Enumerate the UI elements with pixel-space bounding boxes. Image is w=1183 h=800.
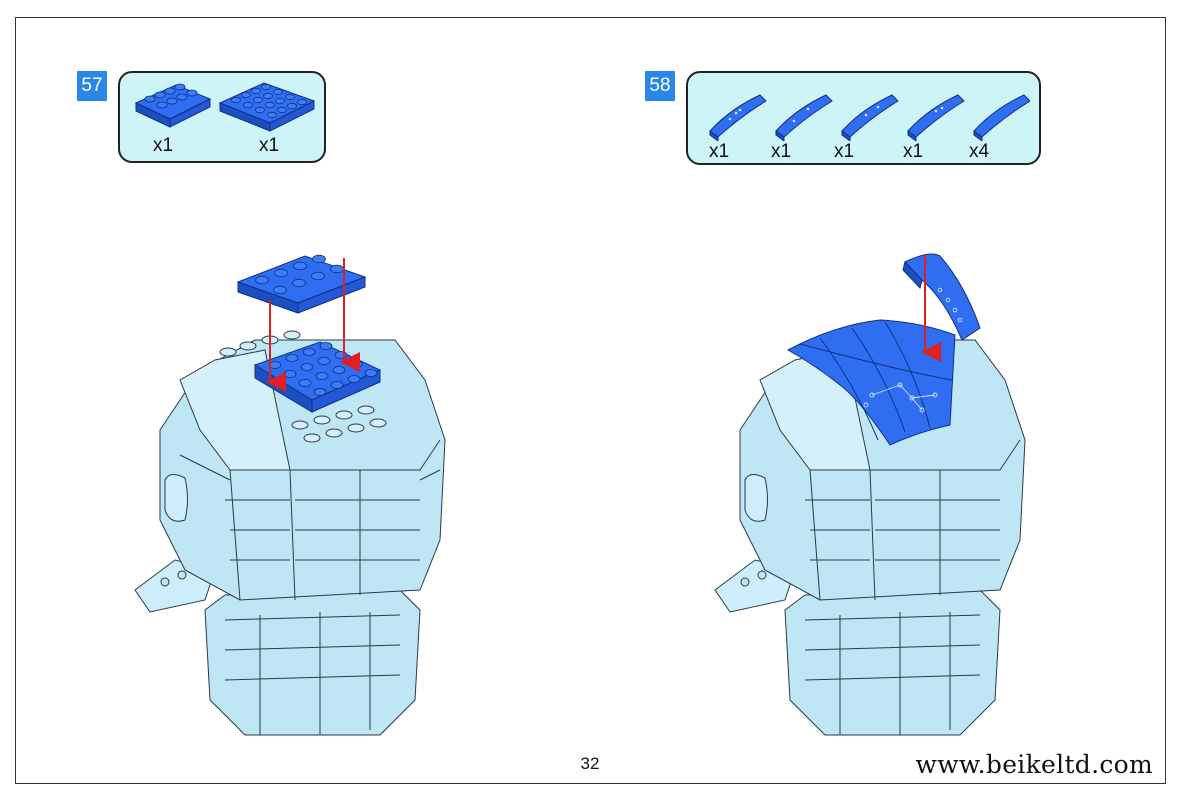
step-number-57: 57 xyxy=(77,71,107,101)
parts-box-step-58: x1 x1 x1 x1 x4 xyxy=(686,71,1041,165)
part-qty: x4 xyxy=(968,141,990,162)
part-qty: x1 xyxy=(258,135,280,156)
part-qty: x1 xyxy=(902,141,924,162)
part-qty: x1 xyxy=(708,141,730,162)
curved-slope-printed-d-icon xyxy=(907,94,965,141)
step-57-model xyxy=(134,330,446,736)
plate-2x4-icon xyxy=(134,83,212,128)
part-qty: x1 xyxy=(770,141,792,162)
website-url: www.beikeltd.com xyxy=(915,750,1153,779)
curved-slope-icons xyxy=(709,94,1030,141)
step-number-58: 58 xyxy=(645,71,675,101)
page-frame xyxy=(15,17,1166,784)
step-58-floating-slope xyxy=(902,253,981,341)
page-number: 32 xyxy=(580,754,600,773)
curved-slope-printed-b-icon xyxy=(775,94,833,141)
parts-box-step-57: x1 x1 xyxy=(118,71,326,163)
step-58-model xyxy=(714,319,1026,736)
step-57-floating-plate xyxy=(236,254,367,314)
part-qty: x1 xyxy=(152,135,174,156)
curved-slope-plain-icon xyxy=(973,94,1030,141)
curved-slope-printed-c-icon xyxy=(841,94,899,141)
plate-4x4-icon xyxy=(218,82,316,132)
curved-slope-printed-a-icon xyxy=(709,94,767,141)
part-qty: x1 xyxy=(833,141,855,162)
